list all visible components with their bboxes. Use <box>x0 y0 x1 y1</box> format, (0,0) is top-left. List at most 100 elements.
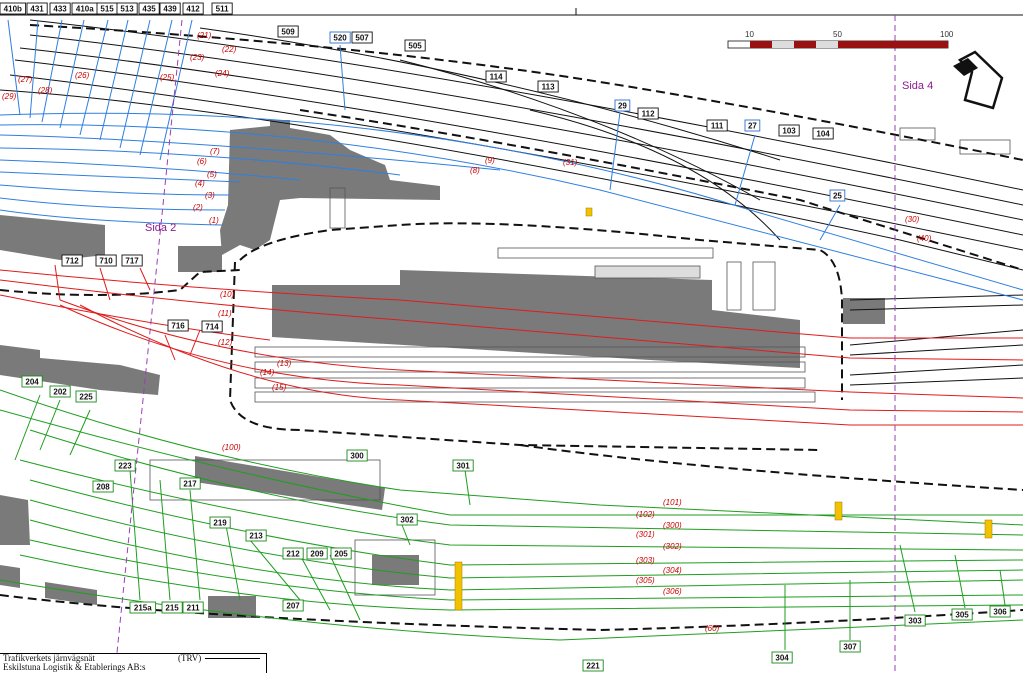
track-num-black-9: (31) <box>563 158 578 167</box>
label-104: 104 <box>812 127 834 140</box>
label-112: 112 <box>637 107 659 120</box>
label-225-text: 225 <box>79 393 93 402</box>
label-103-text: 103 <box>782 127 796 136</box>
boundary-lines <box>0 24 1023 632</box>
track-num-blue-2: (7) <box>210 147 220 156</box>
track-num-red-2: (12) <box>218 338 233 347</box>
legend-row-trv: Trafikverkets järnvägsnät (TRV) <box>0 654 266 663</box>
track-num-red-3: (13) <box>277 359 292 368</box>
label-712: 712 <box>61 254 83 267</box>
sida-2-label: Sida 2 <box>145 222 176 234</box>
platforms <box>149 127 1011 596</box>
track-num-red-1: (11) <box>218 309 232 318</box>
label-717: 717 <box>121 254 143 267</box>
label-439: 439 <box>159 2 181 15</box>
track-num-blue-5: (4) <box>195 179 205 188</box>
label-515-text: 515 <box>100 5 114 14</box>
label-202: 202 <box>49 385 71 398</box>
label-716: 716 <box>167 319 189 332</box>
label-223-text: 223 <box>118 462 132 471</box>
label-301: 301 <box>452 459 474 472</box>
label-717-text: 717 <box>125 257 139 266</box>
blue-tracks <box>0 19 1023 301</box>
label-212: 212 <box>282 547 304 560</box>
track-num-black-8: (29) <box>2 92 17 101</box>
label-302: 302 <box>396 513 418 526</box>
label-208: 208 <box>92 480 114 493</box>
label-307-text: 307 <box>843 643 857 652</box>
label-29-text: 29 <box>618 102 627 111</box>
track-num-red-5: (15) <box>272 383 287 392</box>
track-num-black-11: (40) <box>917 234 932 243</box>
label-305-text: 305 <box>955 611 969 620</box>
label-213-text: 213 <box>249 532 263 541</box>
label-211: 211 <box>182 601 204 614</box>
label-507-text: 507 <box>355 34 369 43</box>
red-tracks <box>0 264 1023 426</box>
label-215-text: 215 <box>165 604 179 613</box>
label-29: 29 <box>614 99 631 112</box>
label-410b: 410b <box>0 2 27 15</box>
label-209-text: 209 <box>310 550 324 559</box>
track-num-black-7: (28) <box>38 86 53 95</box>
track-num-blue-7: (2) <box>193 203 203 212</box>
label-306: 306 <box>989 605 1011 618</box>
scale-tick-10: 10 <box>745 30 754 39</box>
track-num-black-10: (30) <box>905 215 920 224</box>
label-410a-text: 410a <box>76 5 94 14</box>
label-431-text: 431 <box>30 5 44 14</box>
label-304: 304 <box>771 651 793 664</box>
track-num-blue-6: (3) <box>205 191 215 200</box>
track-num-blue-3: (6) <box>197 157 207 166</box>
label-207-text: 207 <box>286 602 300 611</box>
label-511: 511 <box>211 2 233 15</box>
label-520: 520 <box>329 31 351 44</box>
label-204: 204 <box>21 375 43 388</box>
label-435-text: 435 <box>142 5 156 14</box>
track-num-blue-1: (8) <box>470 166 480 175</box>
label-710: 710 <box>95 254 117 267</box>
label-307: 307 <box>839 640 861 653</box>
label-410a: 410a <box>71 2 99 15</box>
label-223: 223 <box>114 459 136 472</box>
label-205: 205 <box>330 547 352 560</box>
label-219: 219 <box>209 516 231 529</box>
label-219-text: 219 <box>213 519 227 528</box>
label-515: 515 <box>96 2 118 15</box>
label-211-text: 211 <box>187 604 200 613</box>
label-215a-text: 215a <box>134 604 152 613</box>
label-202-text: 202 <box>53 388 67 397</box>
map-legend: Trafikverkets järnvägsnät (TRV) Eskilstu… <box>0 653 267 673</box>
label-714: 714 <box>201 320 223 333</box>
track-num-green-9: (306) <box>663 587 682 596</box>
track-num-green-10: (60) <box>705 624 720 633</box>
label-111: 111 <box>706 119 728 132</box>
track-num-green-3: (300) <box>663 521 682 530</box>
label-208-text: 208 <box>96 483 110 492</box>
label-217-text: 217 <box>183 480 197 489</box>
label-209: 209 <box>306 547 328 560</box>
label-302-text: 302 <box>400 516 414 525</box>
label-207: 207 <box>282 599 304 612</box>
label-513-text: 513 <box>120 5 134 14</box>
label-113-text: 113 <box>542 83 555 92</box>
label-513: 513 <box>116 2 138 15</box>
label-213: 213 <box>245 529 267 542</box>
track-num-blue-4: (5) <box>207 170 217 179</box>
label-25: 25 <box>829 189 846 202</box>
track-num-green-4: (301) <box>636 530 655 539</box>
track-num-red-0: (10) <box>220 290 235 299</box>
track-num-green-0: (100) <box>222 443 241 452</box>
track-num-red-4: (14) <box>260 368 275 377</box>
legend-row-eskilstuna: Eskilstuna Logistik & Etablerings AB:s <box>0 663 266 672</box>
scale-bar: 10 50 100 <box>727 30 954 49</box>
label-505: 505 <box>404 39 426 52</box>
label-714-text: 714 <box>205 323 219 332</box>
label-205-text: 205 <box>334 550 348 559</box>
track-num-green-6: (303) <box>636 556 655 565</box>
label-217: 217 <box>179 477 201 490</box>
label-215: 215 <box>161 601 183 614</box>
label-304-text: 304 <box>775 654 789 663</box>
sida-4-label: Sida 4 <box>902 80 933 92</box>
track-num-black-4: (25) <box>160 73 175 82</box>
